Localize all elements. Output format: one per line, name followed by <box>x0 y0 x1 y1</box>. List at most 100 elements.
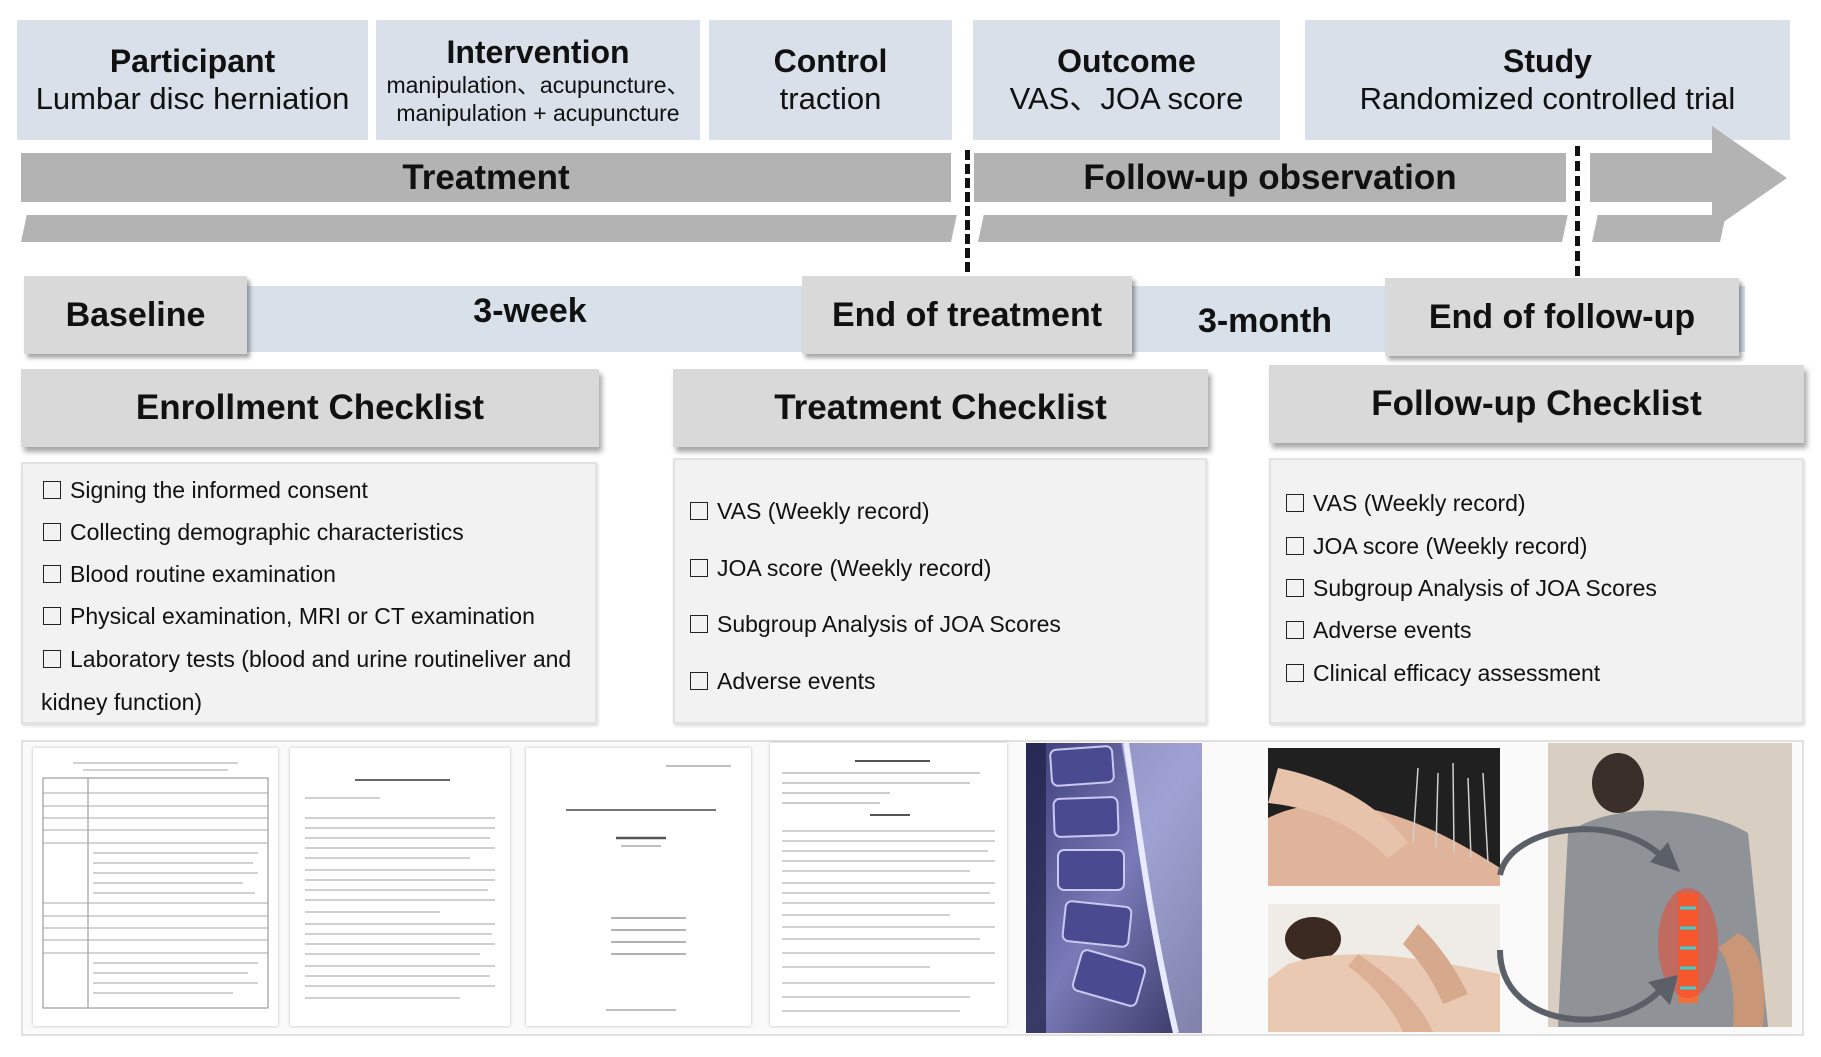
followup-phase-bar: Follow-up observation <box>974 153 1566 202</box>
followup-item-label: Clinical efficacy assessment <box>1313 660 1601 686</box>
manipulation-photo <box>1268 904 1500 1032</box>
followup-item-label: VAS (Weekly record) <box>1313 490 1526 516</box>
participant-value: Lumbar disc herniation <box>35 81 350 116</box>
followup-item: Adverse events <box>1286 616 1472 644</box>
enrollment-item: Physical examination, MRI or CT examinat… <box>43 602 535 630</box>
end-of-followup-divider <box>1575 146 1580 276</box>
enrollment-checklist-title: Enrollment Checklist <box>135 388 485 427</box>
control-title: Control <box>773 43 888 79</box>
enrollment-item-continuation: kidney function) <box>41 689 203 715</box>
checkbox-icon <box>1286 579 1304 597</box>
end-of-followup-box: End of follow-up <box>1385 278 1739 356</box>
consent-document-graphic <box>782 760 995 1012</box>
arrow-head-icon <box>1712 126 1787 230</box>
baseline-box: Baseline <box>24 276 247 354</box>
curved-arrows-icon <box>1497 826 1680 1023</box>
report-form-cover-image <box>526 748 751 1026</box>
manipulation-graphic <box>1268 904 1500 1032</box>
enrollment-checklist-header: Enrollment Checklist <box>21 369 599 447</box>
picos-participant: Participant Lumbar disc herniation <box>17 20 368 140</box>
checkbox-icon <box>690 502 708 520</box>
treatment-phase-label: Treatment <box>402 157 570 197</box>
end-of-treatment-box: End of treatment <box>802 276 1132 354</box>
treatment-item-label: Adverse events <box>717 668 876 694</box>
treatment-item-label: JOA score (Weekly record) <box>717 555 992 581</box>
picos-intervention: Intervention manipulation、acupuncture、 m… <box>376 20 700 140</box>
checkbox-icon <box>1286 621 1304 639</box>
end-of-treatment-label: End of treatment <box>831 295 1103 334</box>
acupuncture-graphic <box>1268 748 1500 886</box>
enrollment-item-label: Laboratory tests (blood and urine routin… <box>70 646 572 672</box>
treatment-item-label: Subgroup Analysis of JOA Scores <box>717 611 1061 637</box>
enrollment-item: Signing the informed consent <box>43 476 368 504</box>
baseline-label: Baseline <box>65 295 206 334</box>
treatment-item: JOA score (Weekly record) <box>690 554 991 582</box>
treatment-checklist-header: Treatment Checklist <box>673 369 1208 447</box>
study-title: Study <box>1503 43 1592 79</box>
followup-item: VAS (Weekly record) <box>1286 489 1526 517</box>
enrollment-checklist: Signing the informed consent Collecting … <box>21 462 597 724</box>
cover-page-graphic <box>566 765 731 1011</box>
checkbox-icon <box>690 559 708 577</box>
enrollment-item: Blood routine examination <box>43 560 336 588</box>
enrollment-item-label: Signing the informed consent <box>70 477 368 503</box>
back-pain-graphic <box>1548 743 1792 1027</box>
treatment-checklist-title: Treatment Checklist <box>774 388 1107 427</box>
checkbox-icon <box>690 672 708 690</box>
followup-item-label: Subgroup Analysis of JOA Scores <box>1313 575 1657 601</box>
three-month-label: 3-month <box>1197 301 1333 340</box>
arrow-shaft-shadow <box>1592 215 1726 242</box>
followup-phase-shadow <box>978 215 1568 242</box>
followup-item: Clinical efficacy assessment <box>1286 659 1600 687</box>
treatment-item: Adverse events <box>690 667 876 695</box>
checkbox-icon <box>43 523 61 541</box>
intervention-value-line2: manipulation + acupuncture <box>396 100 680 126</box>
text-document-graphic <box>305 779 495 999</box>
picos-outcome: Outcome VAS、JOA score <box>973 20 1280 140</box>
treatment-phase-shadow <box>21 215 957 242</box>
spine-mri-graphic <box>1026 743 1202 1033</box>
recruitment-notice-image <box>290 748 510 1026</box>
followup-checklist-title: Follow-up Checklist <box>1371 384 1702 423</box>
followup-item: JOA score (Weekly record) <box>1286 532 1587 560</box>
followup-item-label: Adverse events <box>1313 617 1472 643</box>
checkbox-icon <box>1286 664 1304 682</box>
picos-study: Study Randomized controlled trial <box>1305 20 1790 140</box>
treatment-phase-bar: Treatment <box>21 153 951 202</box>
lumbar-mri-image <box>1026 743 1202 1033</box>
form-table-graphic <box>42 762 269 1009</box>
enrollment-item: Collecting demographic characteristics <box>43 518 464 546</box>
enrollment-item-label: Collecting demographic characteristics <box>70 519 464 545</box>
participant-title: Participant <box>109 43 276 79</box>
end-of-followup-label: End of follow-up <box>1428 297 1696 336</box>
informed-consent-image <box>770 743 1007 1026</box>
checkbox-icon <box>43 565 61 583</box>
checkbox-icon <box>1286 537 1304 555</box>
enrollment-item: Laboratory tests (blood and urine routin… <box>43 645 571 673</box>
followup-item: Subgroup Analysis of JOA Scores <box>1286 574 1657 602</box>
outcome-title: Outcome <box>1057 43 1196 79</box>
followup-item-label: JOA score (Weekly record) <box>1313 533 1588 559</box>
outcome-value: VAS、JOA score <box>1009 81 1244 116</box>
enrollment-item-label: Physical examination, MRI or CT examinat… <box>70 603 535 629</box>
back-pain-photo <box>1548 743 1792 1027</box>
treatment-item: Subgroup Analysis of JOA Scores <box>690 610 1061 638</box>
checkbox-icon <box>43 481 61 499</box>
intervention-title: Intervention <box>446 34 630 70</box>
enrollment-item-label: Blood routine examination <box>70 561 336 587</box>
followup-checklist: VAS (Weekly record) JOA score (Weekly re… <box>1269 458 1804 724</box>
treatment-item: VAS (Weekly record) <box>690 497 930 525</box>
acupuncture-photo <box>1268 748 1500 886</box>
treatment-item-label: VAS (Weekly record) <box>717 498 930 524</box>
study-value: Randomized controlled trial <box>1359 81 1736 116</box>
followup-checklist-header: Follow-up Checklist <box>1269 365 1804 443</box>
checkbox-icon <box>43 650 61 668</box>
checkbox-icon <box>690 615 708 633</box>
control-value: traction <box>779 81 882 116</box>
checkbox-icon <box>1286 494 1304 512</box>
three-week-label: 3-week <box>473 291 587 330</box>
followup-phase-label: Follow-up observation <box>1083 157 1457 197</box>
end-of-treatment-divider <box>965 150 970 272</box>
arrow-shaft <box>1590 153 1720 202</box>
treatment-checklist: VAS (Weekly record) JOA score (Weekly re… <box>673 458 1207 724</box>
